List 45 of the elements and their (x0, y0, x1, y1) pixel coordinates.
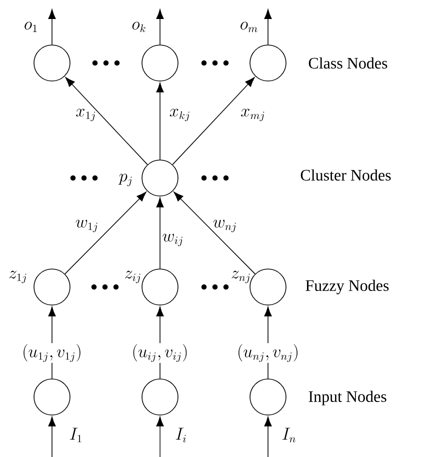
layer-label: Class Nodes (308, 57, 388, 69)
layer-label: Input Nodes (308, 390, 386, 406)
edge-label: $o_k$ (132, 22, 146, 32)
node-symbol: $z_{ij}$ (125, 270, 140, 284)
node-symbol: $z_{1j}$ (9, 270, 26, 284)
edge-label: $w_{ij}$ (162, 234, 182, 246)
edge-label: $(u_{nj},v_{nj})$ (236, 343, 300, 363)
arrow (156, 198, 164, 269)
layer-label: Fuzzy Nodes (306, 280, 389, 294)
arrow (264, 9, 272, 45)
neuron-circle (34, 378, 70, 416)
neuron-circle (142, 160, 178, 196)
arrow (156, 9, 164, 45)
edge-label: $o_1$ (24, 22, 37, 32)
arrow (264, 416, 272, 457)
arrow (156, 416, 164, 457)
node-symbol: $p_j$ (118, 174, 132, 186)
neuron-circle (34, 44, 70, 82)
node-symbol: $z_{nj}$ (232, 270, 250, 284)
neuron-circle (250, 268, 286, 306)
edge-label: $w_{nj}$ (213, 220, 236, 232)
arrow (174, 192, 256, 274)
arrow (64, 192, 146, 274)
edge-label: $x_{kj}$ (170, 108, 190, 122)
arrow (172, 77, 255, 165)
neuron-circle (142, 378, 178, 416)
edge-label: $(u_{ij},v_{ij})$ (130, 343, 190, 363)
neuron-circle (250, 44, 286, 82)
neuron-circle (142, 268, 178, 306)
arrow (48, 416, 56, 457)
arrow (48, 9, 56, 45)
edge-label: $x_{1j}$ (76, 108, 96, 122)
edge-label: $w_{1j}$ (76, 220, 98, 232)
edge-label: $I_1$ (70, 428, 82, 442)
arrow (156, 82, 164, 160)
edge-label: $x_{mj}$ (241, 108, 264, 122)
neuron-circle (250, 378, 286, 416)
layer-label: Cluster Nodes (300, 169, 391, 181)
edge-label: $I_i$ (176, 428, 186, 442)
neuron-circle (34, 268, 70, 306)
edge-label: $(u_{1j},v_{1j})$ (21, 343, 83, 363)
arrow (65, 77, 148, 165)
neuron-circle (142, 44, 178, 82)
edge-label: $o_m$ (240, 22, 258, 32)
edge-label: $I_n$ (282, 428, 296, 442)
